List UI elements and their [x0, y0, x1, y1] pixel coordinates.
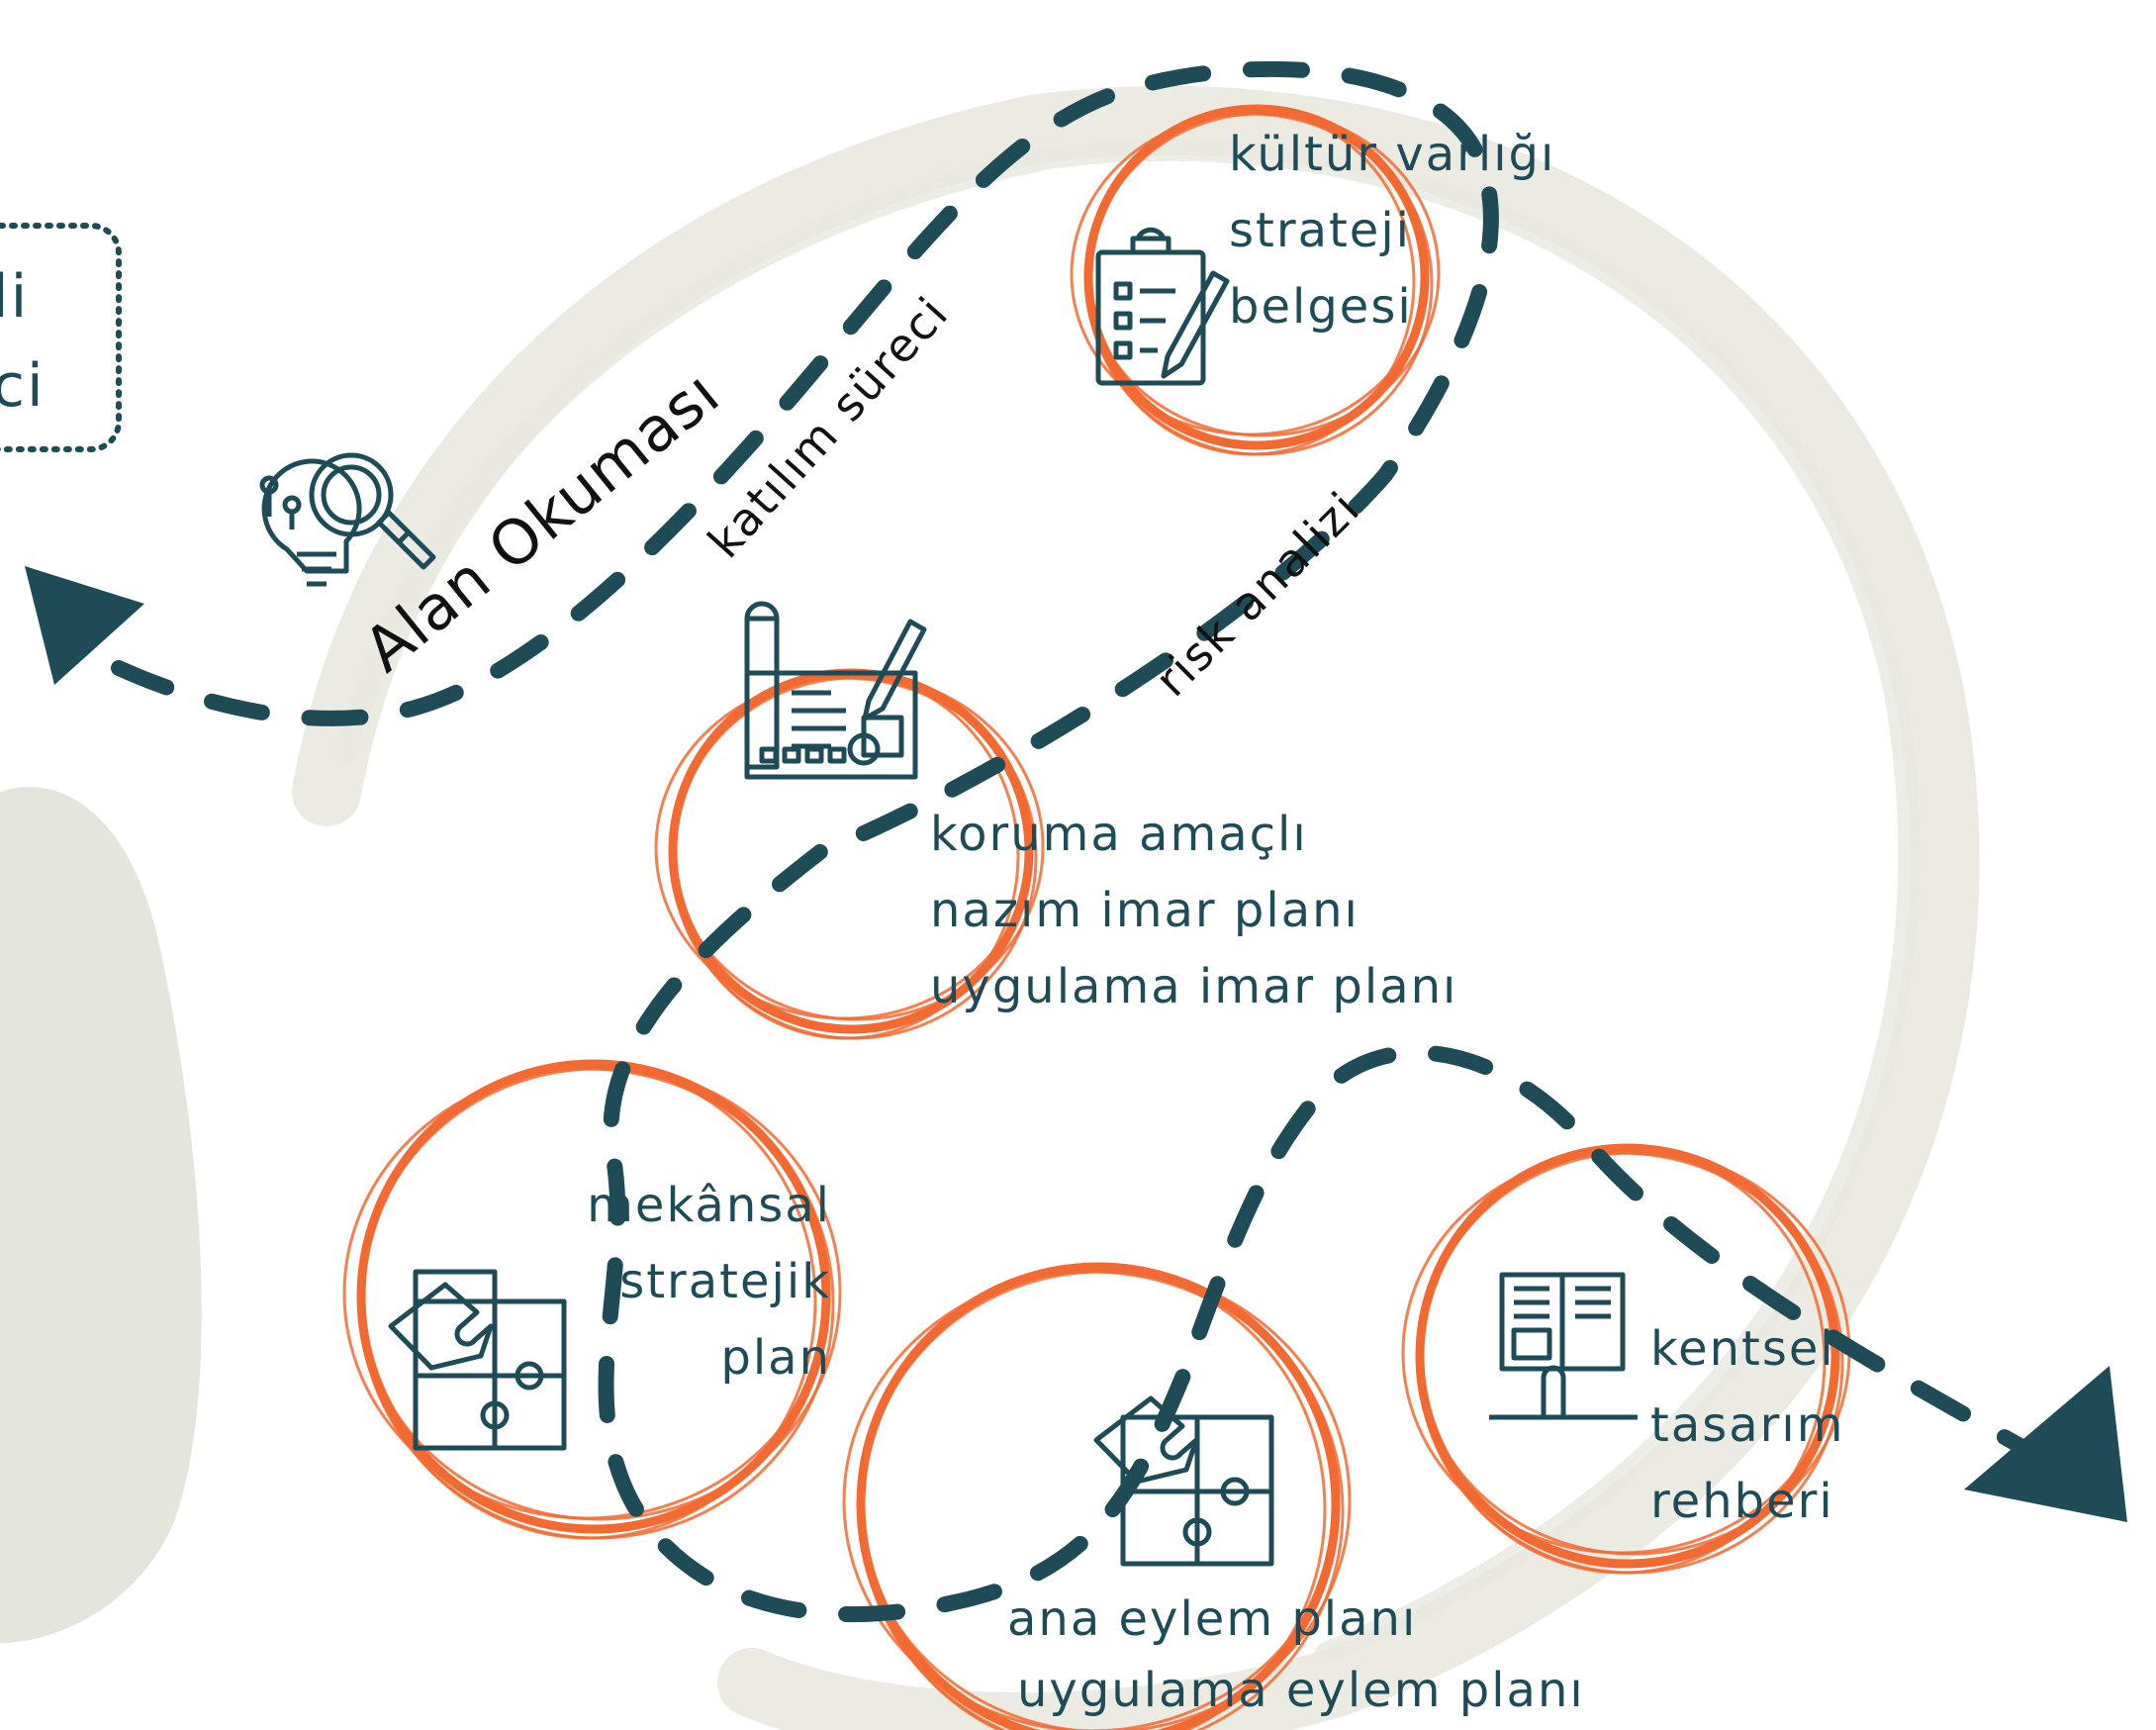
end-arrowhead	[1964, 1366, 2127, 1522]
puzzle-icon	[1093, 1395, 1274, 1567]
ring-layer	[342, 104, 1851, 1730]
dotted-box	[0, 223, 122, 452]
partial-box-line-2: ci	[0, 351, 46, 421]
partial-box-line-1: li	[0, 262, 30, 332]
partial-box-label: li ci	[0, 252, 46, 431]
ring-kultur-varligi	[1070, 104, 1441, 456]
blueprint-plan-icon	[744, 601, 927, 780]
stage-label-kultur-varligi: kültür varlığı strateji belgesi	[1229, 127, 1556, 335]
puzzle-icon	[388, 1269, 567, 1451]
stage-label-mekansal: mekânsal stratejik plan	[587, 1178, 831, 1386]
ring-ana-eylem	[842, 1262, 1352, 1730]
stage-label-ana-eylem: ana eylem planı uygulama eylem planı	[1007, 1591, 1585, 1718]
brush-swirl	[292, 85, 1980, 1730]
dashed-path	[111, 60, 2026, 1623]
stage-label-kentsel: kentsel tasarım rehberi	[1650, 1321, 1845, 1529]
background-blob	[0, 787, 202, 1643]
stage-label-koruma-amacli: koruma amaçlı nazım imar planı uygulama …	[930, 807, 1458, 1014]
start-arrowhead	[25, 566, 144, 685]
ring-kentsel	[1401, 1143, 1851, 1575]
guidebook-icon	[1489, 1272, 1638, 1420]
brain-magnifier-icon	[259, 452, 436, 587]
checklist-clipboard-icon	[1095, 227, 1230, 386]
ring-mekansal	[342, 1059, 842, 1540]
